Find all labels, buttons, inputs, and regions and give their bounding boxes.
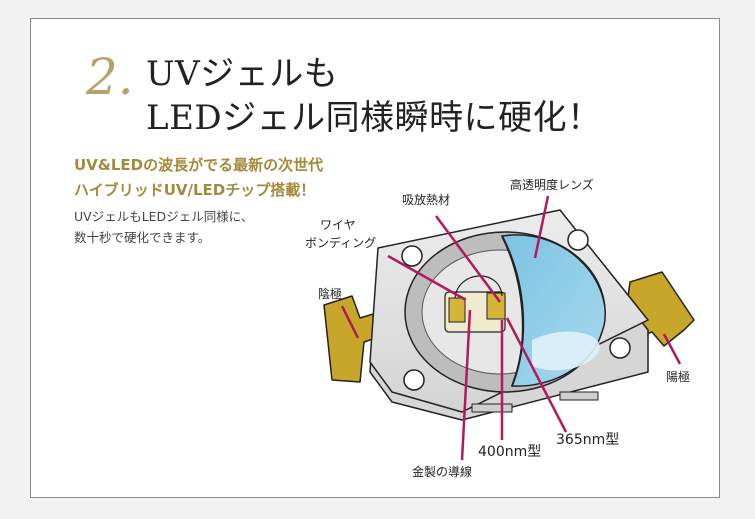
mount-hole-1 xyxy=(401,245,423,267)
lens-highlight xyxy=(532,331,600,371)
label-365nm: 365nm型 xyxy=(556,432,619,448)
lead-line-2: ハイブリッドUV/LEDチップ搭載！ xyxy=(74,181,316,199)
mount-hole-3 xyxy=(609,337,631,359)
mount-hole-2 xyxy=(567,229,589,251)
die-pad-left xyxy=(448,297,466,323)
lead-text: UV&LEDの波長がでる最新の次世代 ハイブリッドUV/LEDチップ搭載！ xyxy=(74,153,323,203)
callout-anode xyxy=(662,333,682,365)
bond-wire xyxy=(454,275,503,299)
lens-edge xyxy=(501,235,525,387)
description-line-2: 数十秒で硬化できます。 xyxy=(74,230,211,245)
lead-line-1: UV&LEDの波長がでる最新の次世代 xyxy=(74,156,324,174)
mount-hole-4 xyxy=(403,369,425,391)
title-line-2: LEDジェル同様瞬時に硬化！ xyxy=(146,98,602,138)
label-anode: 陽極 xyxy=(666,369,690,384)
die-pad-right xyxy=(486,292,506,320)
callout-gold-wire xyxy=(460,309,472,461)
label-400nm: 400nm型 xyxy=(478,444,541,460)
base-slot-right xyxy=(559,391,599,401)
label-lens: 高透明度レンズ xyxy=(510,177,594,192)
label-cathode: 陰極 xyxy=(318,286,342,301)
label-wire-bonding-2: ボンディング xyxy=(305,235,376,250)
callout-wire-bonding xyxy=(387,254,467,302)
section-title: UVジェルも LEDジェル同様瞬時に硬化！ xyxy=(146,52,602,140)
callout-365nm xyxy=(505,317,568,433)
description-text: UVジェルもLEDジェル同様に、 数十秒で硬化できます。 xyxy=(74,206,253,248)
callout-absorber xyxy=(434,215,502,303)
label-gold-wire: 金製の導線 xyxy=(412,464,472,479)
content-panel xyxy=(30,18,720,498)
section-number: 2. xyxy=(86,48,134,106)
led-chip-diagram: 高透明度レンズ 吸放熱材 ワイヤ ボンディング 陰極 陽極 365nm型 400… xyxy=(305,177,695,479)
base-slot-left xyxy=(471,403,513,413)
description-line-1: UVジェルもLEDジェル同様に、 xyxy=(74,209,254,224)
callout-cathode xyxy=(340,305,360,339)
label-absorber: 吸放熱材 xyxy=(402,192,450,207)
label-wire-bonding-1: ワイヤ xyxy=(320,218,356,232)
callout-lens xyxy=(533,195,550,259)
title-line-1: UVジェルも xyxy=(146,54,339,94)
